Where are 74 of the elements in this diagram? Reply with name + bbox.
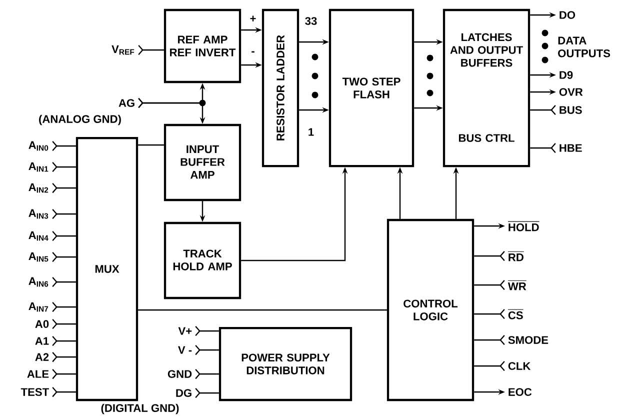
connector [138, 144, 164, 146]
connector [474, 250, 505, 262]
amplifier-box: INPUT BUFFER AMP [164, 124, 242, 202]
connector [52, 368, 76, 380]
pin-label: A$_{IN4}$ [28, 231, 48, 241]
connector [474, 308, 505, 320]
pin-label: CLK [508, 362, 531, 370]
connector [52, 140, 76, 152]
pin-label: RD [508, 251, 524, 262]
pin-label: A1 [35, 337, 49, 345]
pin-label: BUS [560, 106, 582, 114]
pin-label: A$_{IN1}$ [28, 162, 48, 172]
pin-note: (DIGITAL GND) [101, 404, 179, 414]
pin-label: ALE [27, 370, 49, 378]
pin-label: HOLD [508, 221, 540, 232]
connector [195, 368, 219, 380]
pin-label: GND [168, 370, 192, 378]
amplifier-box: REF AMP REF INVERT [164, 8, 242, 84]
connector [195, 326, 219, 336]
pin-label: V+ [178, 327, 192, 335]
logic-box: CONTROL LOGIC [386, 218, 474, 402]
connector [52, 182, 76, 194]
pin-label: A$_{IN6}$ [28, 277, 48, 287]
connector [530, 104, 556, 116]
multiplexer-box: MUX [76, 136, 138, 402]
pin-label: AG [118, 99, 134, 107]
connector [52, 252, 76, 262]
buffer-box: LATCHES AND OUTPUT BUFFERS BUS CTRL [442, 8, 530, 168]
amplifier-box: TRACK HOLD AMP [164, 222, 242, 300]
pin-label: A0 [35, 320, 49, 328]
pin-label: A$_{IN5}$ [28, 252, 48, 262]
connector [474, 360, 505, 372]
connector [52, 230, 76, 242]
pin-label: SMODE [508, 336, 548, 344]
pin-note: (ANALOG GND) [39, 114, 121, 126]
connector [52, 208, 76, 220]
connector [52, 336, 76, 346]
power-box: POWER SUPPLY DISTRIBUTION [218, 326, 352, 402]
connector [195, 344, 219, 356]
connector [52, 386, 76, 398]
pin-label: A$_{IN0}$ [28, 141, 48, 151]
pin-label: V - [178, 346, 192, 354]
pin-label: EOC [508, 388, 532, 396]
flash-box: TWO STEP FLASH [328, 8, 414, 168]
connector [530, 142, 556, 154]
edge-label: - [250, 50, 256, 56]
connector [52, 276, 76, 288]
pin-label: A$_{IN3}$ [28, 209, 48, 219]
signal-label: DATA OUTPUTS [558, 36, 610, 58]
pin-label: V$_{REF}$ [112, 45, 134, 55]
edge-label: 33 [304, 16, 318, 26]
connector [52, 318, 76, 330]
pin-label: CS [508, 309, 524, 320]
connector [52, 162, 76, 172]
connector [474, 280, 505, 290]
pin-label: TEST [20, 388, 49, 396]
pin-label: A$_{IN2}$ [28, 183, 48, 193]
connector [52, 302, 76, 312]
pin-label: D9 [560, 71, 573, 79]
pin-label: DG [176, 389, 192, 397]
pin-label: A$_{IN7}$ [28, 302, 48, 312]
pin-label: DO [560, 11, 576, 19]
connector [138, 309, 387, 311]
connector [474, 334, 505, 346]
edge-label: + [248, 14, 258, 24]
connector [195, 388, 219, 398]
ladder-box: RESISTOR LADDER [262, 8, 300, 168]
connector [52, 352, 76, 362]
pin-label: OVR [559, 88, 583, 96]
edge-label: 1 [306, 126, 316, 138]
pin-label: HBE [560, 144, 582, 152]
pin-label: A2 [35, 353, 49, 361]
pin-label: WR [508, 280, 527, 290]
connector [138, 44, 164, 56]
